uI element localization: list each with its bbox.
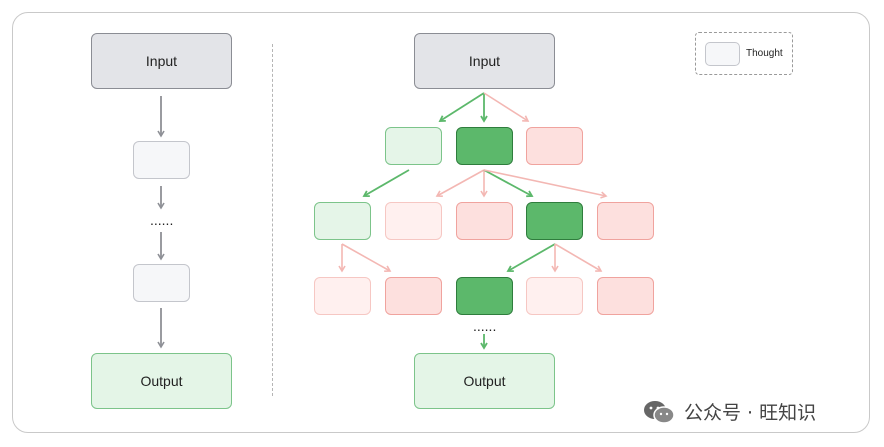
tree-l3-thought-1-rejected bbox=[314, 277, 371, 315]
right-output-box: Output bbox=[414, 353, 555, 409]
tree-arrow-l1-l2-4 bbox=[483, 169, 534, 198]
left-thought-1 bbox=[133, 141, 190, 179]
tree-l1-thought-2-selected bbox=[456, 127, 513, 165]
tree-l3-thought-5-rejected bbox=[597, 277, 654, 315]
tree-arrow-l2-l3-2 bbox=[341, 243, 392, 272]
tree-arrow-l2-l3-5 bbox=[554, 243, 603, 272]
tree-l2-thought-3-rejected bbox=[456, 202, 513, 240]
tree-l1-thought-3-rejected bbox=[526, 127, 583, 165]
tree-l2-thought-5-rejected bbox=[597, 202, 654, 240]
right-input-label: Input bbox=[468, 53, 501, 69]
left-thought-2 bbox=[133, 264, 190, 302]
tree-l2-thought-1 bbox=[314, 202, 371, 240]
tree-l3-thought-2-rejected bbox=[385, 277, 442, 315]
left-output-label: Output bbox=[140, 373, 183, 389]
tree-arrow-l2-l3-3 bbox=[506, 243, 556, 273]
wechat-icon bbox=[644, 400, 675, 424]
right-input-box: Input bbox=[414, 33, 555, 89]
right-ellipsis: ...... bbox=[473, 318, 497, 334]
tree-arrow-in-l1-1 bbox=[438, 92, 485, 122]
legend: Thought bbox=[695, 32, 793, 75]
tree-l1-thought-1 bbox=[385, 127, 442, 165]
tree-arrow-l1-l2-1 bbox=[362, 169, 410, 197]
tree-l3-thought-4-rejected bbox=[526, 277, 583, 315]
legend-thought-swatch bbox=[705, 42, 740, 66]
tree-l2-thought-4-selected bbox=[526, 202, 583, 240]
section-divider bbox=[272, 44, 273, 396]
left-output-box: Output bbox=[91, 353, 232, 409]
tree-arrow-l1-l2-2 bbox=[435, 169, 485, 198]
tree-arrow-l1-l2-5 bbox=[483, 169, 608, 199]
tree-arrow-in-l1-3 bbox=[483, 92, 530, 122]
tree-l3-thought-3-selected bbox=[456, 277, 513, 315]
left-ellipsis: ...... bbox=[150, 212, 174, 228]
right-output-label: Output bbox=[463, 373, 506, 389]
tree-l2-thought-2-rejected bbox=[385, 202, 442, 240]
legend-thought-label: Thought bbox=[746, 48, 783, 59]
left-input-box: Input bbox=[91, 33, 232, 89]
watermark-text: 公众号 · 旺知识 bbox=[684, 402, 817, 424]
left-input-label: Input bbox=[145, 53, 178, 69]
watermark: 公众号 · 旺知识 bbox=[642, 398, 816, 425]
